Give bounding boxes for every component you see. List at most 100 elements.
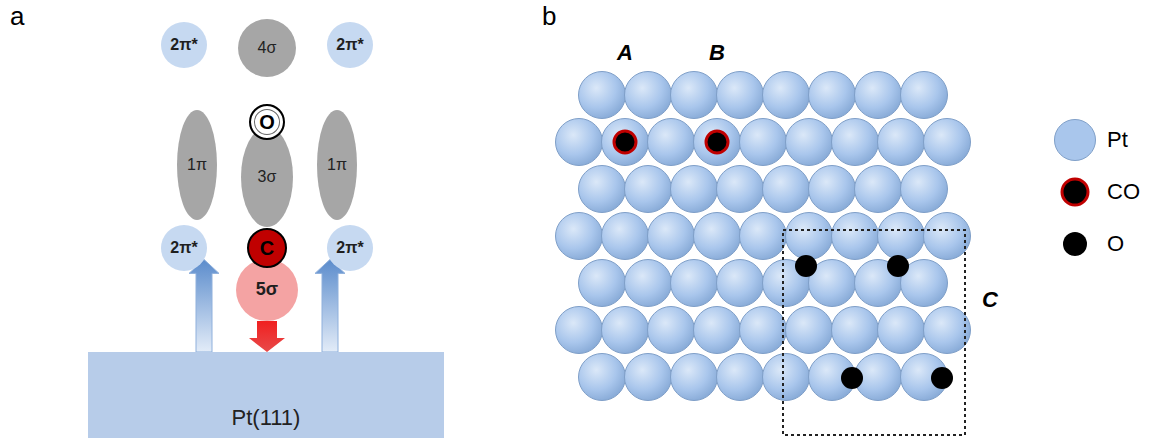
pt-atom: [579, 354, 626, 401]
orbital-label: 4σ: [258, 39, 277, 57]
panel-label: b: [542, 2, 556, 32]
pt-atom: [832, 307, 879, 354]
pt-atom: [763, 354, 810, 401]
pt-atom: [579, 72, 626, 119]
pt-atom: [694, 119, 741, 166]
pt-atom: [717, 354, 764, 401]
pt-atom: [579, 260, 626, 307]
pt-atom: [740, 307, 787, 354]
orbital-label: 2π*: [336, 239, 363, 257]
block-arrow: [315, 259, 345, 352]
pt-atom: [832, 213, 879, 260]
pt-atom: [855, 166, 902, 213]
pt-atom: [717, 72, 764, 119]
pt-atom: [901, 72, 948, 119]
pt-atom: [924, 307, 971, 354]
orbital-label: 1π: [187, 156, 207, 174]
panel-label: a: [10, 2, 24, 32]
pt-atom: [694, 213, 741, 260]
surface-band: Pt(111): [88, 352, 444, 438]
orbital-circle: 2π*: [327, 225, 373, 271]
co-dot: [614, 131, 636, 153]
pt-atom: [671, 354, 718, 401]
orbital-circle: 4σ: [238, 19, 296, 77]
orbital-label: C: [260, 237, 274, 259]
legend-text: CO: [1107, 180, 1140, 204]
legend-swatch: [1054, 119, 1096, 161]
orbital-lobe: 1π: [317, 110, 357, 220]
pt-atom: [763, 72, 810, 119]
site-label: B: [709, 40, 725, 65]
pt-atom: [878, 119, 925, 166]
orbital-label: 2π*: [170, 239, 197, 257]
block-arrow: [249, 321, 285, 352]
pt-atom: [625, 354, 672, 401]
atom-circle: O: [249, 104, 285, 140]
o-dot: [795, 255, 817, 277]
o-dot: [887, 255, 909, 277]
pt-atom: [694, 307, 741, 354]
orbital-circle: 2π*: [161, 225, 207, 271]
pt-atom: [786, 213, 833, 260]
pt-atom: [602, 307, 649, 354]
legend-co-sample: [1062, 179, 1088, 205]
pt-atom: [878, 307, 925, 354]
pt-atom: [832, 119, 879, 166]
legend-swatch-box: [1053, 222, 1097, 266]
pt-atom: [625, 260, 672, 307]
orbital-label: 2π*: [170, 36, 197, 54]
pt-atom: [786, 307, 833, 354]
co-adsorbates: [614, 131, 728, 153]
pt-atom: [648, 119, 695, 166]
orbital-lobe: 3σ: [241, 127, 293, 227]
pt-atom: [809, 72, 856, 119]
pt-atom: [809, 166, 856, 213]
pt-atom: [740, 119, 787, 166]
pt-atom: [924, 213, 971, 260]
orbital-label: O: [259, 111, 275, 133]
orbital-lobe: 1π: [177, 110, 217, 220]
o-adsorbates: [795, 255, 953, 389]
pt-atom: [717, 260, 764, 307]
legend-text: O: [1107, 232, 1124, 256]
pt-atom: [717, 166, 764, 213]
pt-atom: [602, 213, 649, 260]
co-dot: [706, 131, 728, 153]
pt-atom: [878, 213, 925, 260]
pt-atom: [556, 213, 603, 260]
o-dot: [841, 367, 863, 389]
region-label: C: [982, 287, 998, 312]
pt-atom: [671, 166, 718, 213]
surface-label: Pt(111): [232, 406, 301, 430]
orbital-label: 1π: [327, 156, 347, 174]
legend-row: Pt: [1053, 118, 1128, 162]
orbital-circle: 2π*: [161, 22, 207, 68]
orbital-label: 3σ: [258, 168, 277, 186]
atom-circle: C: [247, 228, 287, 268]
pt-atom: [556, 119, 603, 166]
pt-atom: [602, 119, 649, 166]
orbital-circle: 2π*: [327, 22, 373, 68]
legend-swatch-box: [1053, 118, 1097, 162]
site-label: A: [617, 40, 633, 65]
pt-atom: [671, 72, 718, 119]
pt-atom: [786, 119, 833, 166]
pt-atom: [855, 72, 902, 119]
pt-lattice: [556, 72, 971, 401]
pt-atom: [648, 213, 695, 260]
pt-atom: [625, 166, 672, 213]
legend-swatch: [1063, 232, 1087, 256]
orbital-label: 2π*: [336, 36, 363, 54]
pt-atom: [648, 307, 695, 354]
pt-atom: [740, 213, 787, 260]
pt-atom: [924, 119, 971, 166]
orbital-label: 5σ: [256, 280, 278, 300]
orbital-circle: 5σ: [236, 259, 298, 321]
dotted-frame: [783, 230, 965, 435]
legend-row: CO: [1053, 170, 1140, 214]
legend-row: O: [1053, 222, 1124, 266]
pt-atom: [901, 166, 948, 213]
o-dot: [931, 367, 953, 389]
pt-atom: [671, 260, 718, 307]
